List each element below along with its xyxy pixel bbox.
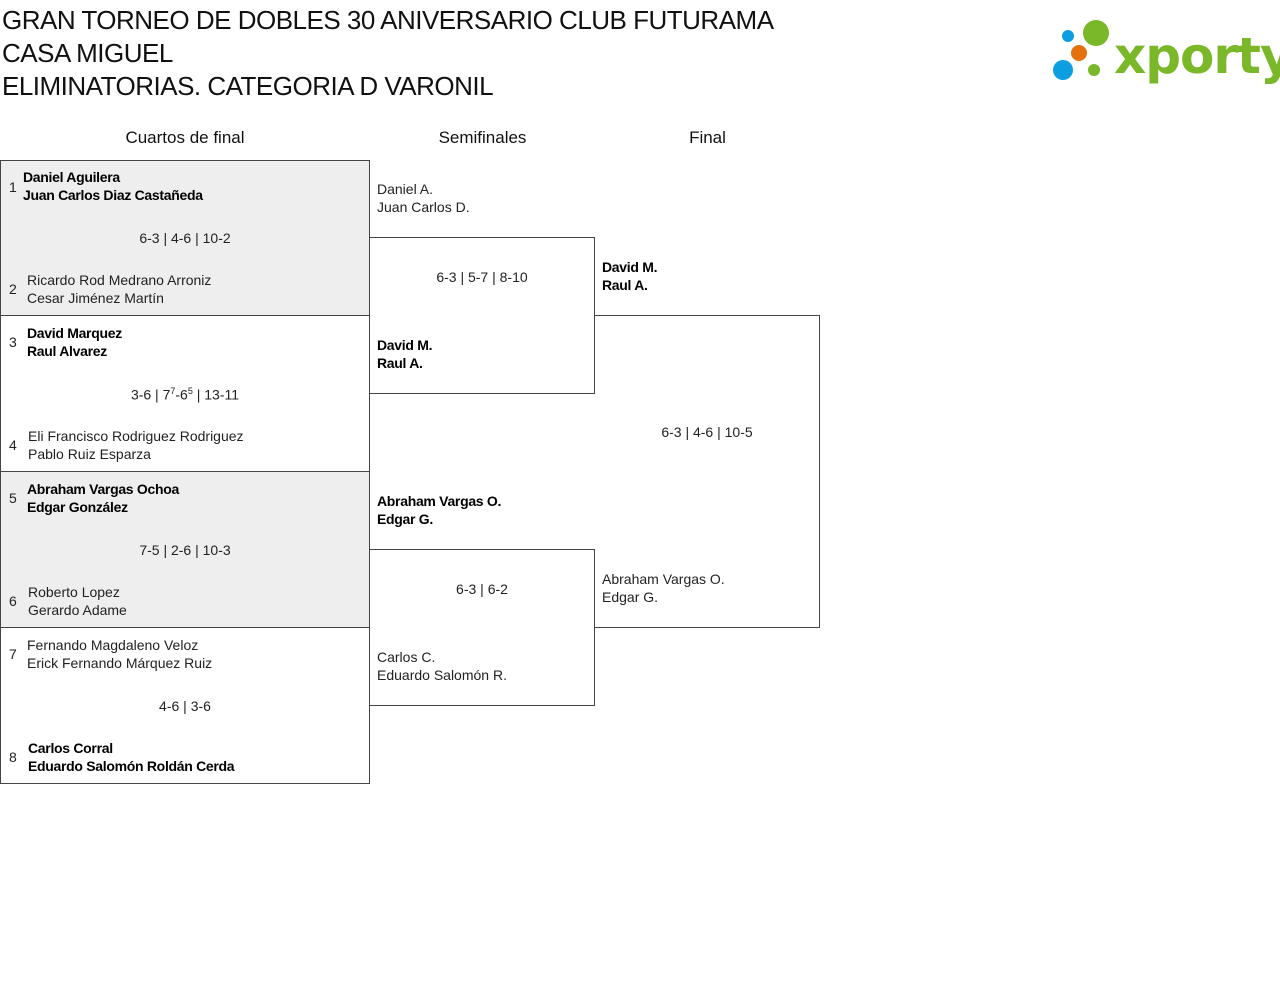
seed: 8 [9, 749, 17, 765]
semifinal-match-2[interactable]: 6-3 | 6-2 Carlos C.Eduardo Salomón R. [370, 549, 595, 706]
semifinal-2-team-a: Abraham Vargas O.Edgar G. [377, 493, 502, 527]
semifinal-match-1[interactable]: 6-3 | 5-7 | 8-10 David M.Raul A. [370, 237, 595, 394]
seed: 4 [9, 437, 17, 453]
match-score: 6-3 | 6-2 [456, 581, 508, 597]
final-match[interactable]: 6-3 | 4-6 | 10-5 Abraham Vargas O.Edgar … [595, 315, 820, 628]
semifinal-1-team-b: David M.Raul A. [377, 337, 433, 371]
match-score: 4-6 | 3-6 [159, 698, 211, 714]
title-line: ELIMINATORIAS. CATEGORIA D VARONIL [2, 71, 494, 101]
round-header-quarterfinals: Cuartos de final [125, 128, 245, 147]
seed: 7 [9, 646, 17, 662]
match-score: 6-3 | 5-7 | 8-10 [436, 269, 528, 285]
final-team-b: Abraham Vargas O.Edgar G. [602, 571, 725, 605]
semifinal-1-team-a: Daniel A.Juan Carlos D. [377, 181, 470, 215]
match-score: 6-3 | 4-6 | 10-5 [661, 424, 753, 440]
seed: 2 [9, 281, 17, 297]
match-score: 6-3 | 4-6 | 10-2 [139, 230, 231, 246]
seed: 6 [9, 593, 17, 609]
title-line: CASA MIGUEL [2, 38, 173, 68]
match-score: 7-5 | 2-6 | 10-3 [139, 542, 231, 558]
final-team-a: David M.Raul A. [602, 259, 658, 293]
seed: 5 [9, 490, 17, 506]
semifinal-2-team-b: Carlos C.Eduardo Salomón R. [377, 649, 507, 683]
xporty-logo: xporty [1053, 20, 1280, 84]
title-line: GRAN TORNEO DE DOBLES 30 ANIVERSARIO CLU… [2, 5, 774, 35]
round-header-final: Final [689, 128, 726, 147]
seed: 3 [9, 334, 17, 350]
round-header-semifinals: Semifinales [438, 128, 527, 147]
seed: 1 [9, 179, 17, 195]
page-title: GRAN TORNEO DE DOBLES 30 ANIVERSARIO CLU… [2, 4, 774, 103]
svg-text:xporty: xporty [1114, 27, 1280, 84]
match-score: 3-6 | 77-65 | 13-11 [130, 386, 240, 403]
